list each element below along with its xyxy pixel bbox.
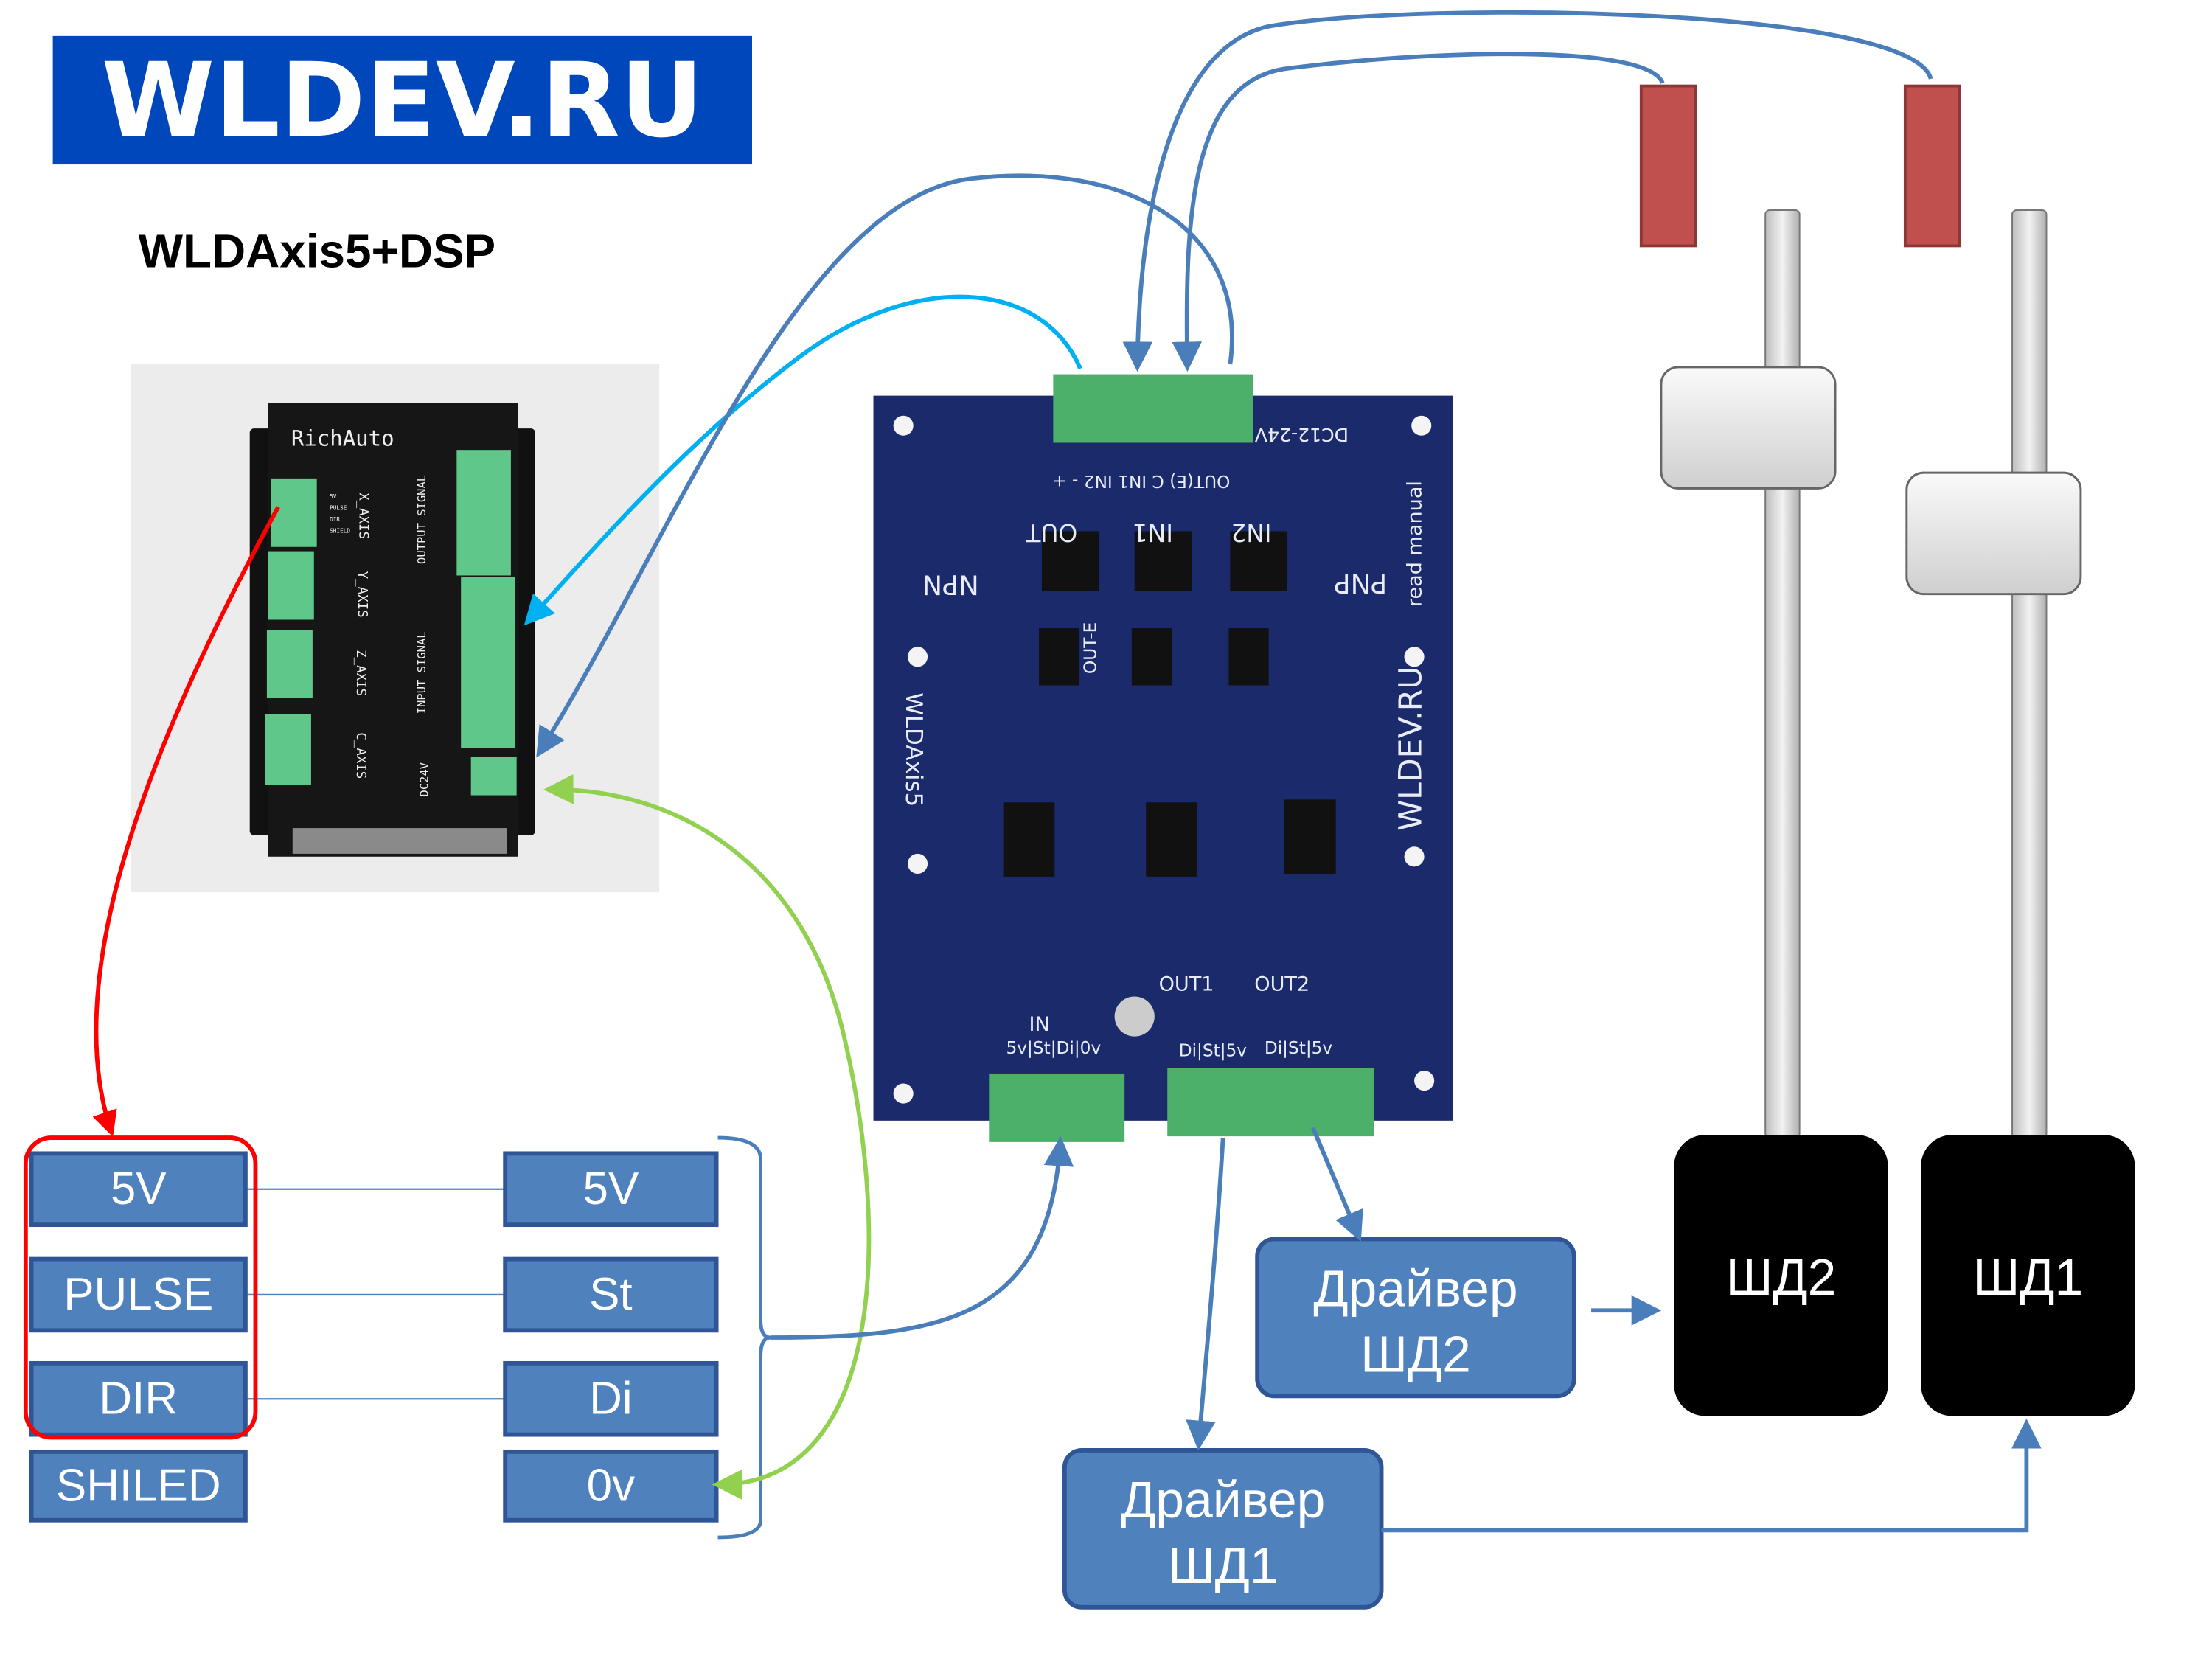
motor-1: ШД1 [1921, 1135, 2135, 1416]
jumper-out-label: OUT [1025, 518, 1077, 547]
controller-brand: RichAuto [291, 425, 394, 451]
jumper-in1-label: IN1 [1133, 518, 1173, 547]
wire-sensor-1 [1122, 10, 1933, 372]
motor-2-label: ШД2 [1726, 1248, 1837, 1306]
logo-background [52, 35, 752, 165]
left-pin-5v: 5V [111, 1164, 167, 1214]
wire-board-input [771, 1135, 1074, 1340]
wire-cyan-input [524, 294, 1082, 626]
logo-text: WLDEV.RU [102, 41, 704, 160]
out-e-label: OUT-E [1080, 622, 1100, 674]
wire-blue-power [536, 173, 1234, 758]
left-pin-shiled: SHILED [56, 1461, 221, 1512]
npn-label: NPN [922, 568, 979, 600]
left-pin-boxes: 5V PULSE DIR SHILED [29, 1151, 248, 1523]
left-pin-pulse: PULSE [63, 1269, 213, 1320]
power-terminal [470, 757, 517, 796]
in-label: IN [1029, 1013, 1049, 1036]
motor-2: ШД2 [1674, 1135, 1888, 1416]
pnp-label: PNP [1334, 568, 1387, 599]
board-site: WLDEV.RU [1393, 666, 1430, 830]
driver-1: Драйвер ШД1 [1062, 1448, 1384, 1610]
wire-driver-1 [1186, 1137, 1225, 1451]
limit-sensor-2 [1639, 84, 1697, 248]
rail-2 [1764, 209, 1801, 1139]
input-signal-label: INPUT SIGNAL [415, 631, 428, 714]
right-pin-di: Di [589, 1373, 632, 1424]
board-top-pins: OUT(E) C IN1 IN2 - + [1052, 471, 1230, 491]
read-manual-label: read manual [1404, 481, 1427, 607]
wire-driver-2 [1310, 1127, 1363, 1242]
logo: WLDEV.RU [52, 35, 752, 165]
axis-label-y: Y_AXIS [355, 571, 369, 618]
axis-label-z: Z_AXIS [353, 650, 368, 696]
left-pin-dir: DIR [99, 1373, 178, 1424]
out2-label: OUT2 [1254, 973, 1310, 996]
motor-1-label: ШД1 [1972, 1248, 2083, 1306]
controller-photo: RichAuto X_AXIS Y_AXIS Z_AXIS C_AXIS 5V … [131, 364, 660, 893]
wldaxis5-board: DC12-24V OUT(E) C IN1 IN2 - + OUT IN1 IN… [873, 374, 1453, 1142]
right-pin-5v: 5V [583, 1164, 639, 1214]
capacitor [1114, 996, 1155, 1037]
out1-label: OUT1 [1159, 973, 1214, 996]
board-name: WLDAxis5 [900, 692, 927, 807]
right-pin-st: St [589, 1269, 633, 1320]
page-title: WLDAxis5+DSP [139, 224, 495, 277]
wire-green-ground [543, 774, 872, 1500]
pin-dir: DIR [330, 516, 340, 523]
board-power-label: DC12-24V [1255, 424, 1349, 445]
driver-1-line2: ШД1 [1168, 1537, 1279, 1594]
output-terminal-block [1167, 1068, 1374, 1137]
wire-red-x-axis [92, 506, 280, 1137]
wire-sensor-2 [1172, 52, 1665, 372]
output-signal-label: OUTPUT SIGNAL [415, 475, 428, 564]
driver-2: Драйвер ШД2 [1255, 1237, 1576, 1399]
carriage-2 [1660, 366, 1837, 490]
right-pin-0v: 0v [587, 1461, 635, 1512]
limit-sensor-1 [1903, 84, 1961, 248]
axis-label-x: X_AXIS [356, 493, 371, 539]
out-pins-label-2: Di|St|5v [1265, 1038, 1333, 1058]
driver-2-line2: ШД2 [1360, 1325, 1471, 1382]
driver-1-line1: Драйвер [1121, 1471, 1325, 1528]
axis-label-c: C_AXIS [353, 732, 368, 779]
in-pins-label: 5v|St|Di|0v [1006, 1038, 1102, 1058]
jumper-in2-label: IN2 [1231, 518, 1271, 547]
right-pin-boxes: 5V St Di 0v [503, 1151, 719, 1523]
axis-terminals [265, 478, 317, 785]
wire-driver1-motor1 [1381, 1418, 2042, 1533]
pin-connection-lines [245, 1188, 506, 1400]
out-pins-label-1: Di|St|5v [1179, 1041, 1248, 1061]
mounting-holes [893, 415, 1435, 1104]
driver-2-line1: Драйвер [1313, 1259, 1517, 1317]
dc24v-label: DC24V [418, 762, 431, 797]
top-terminal [1053, 374, 1253, 443]
pin-shield: SHIELD [330, 527, 350, 534]
output-terminal [456, 450, 511, 576]
chips [1003, 531, 1336, 877]
x-axis-highlight [23, 1135, 258, 1440]
carriage-1 [1905, 471, 2082, 596]
input-terminal-block [989, 1073, 1125, 1142]
input-terminal [461, 577, 515, 748]
pin-pulse: PULSE [330, 504, 347, 511]
pin-5v: 5V [330, 493, 337, 500]
rail-1 [2011, 209, 2048, 1139]
